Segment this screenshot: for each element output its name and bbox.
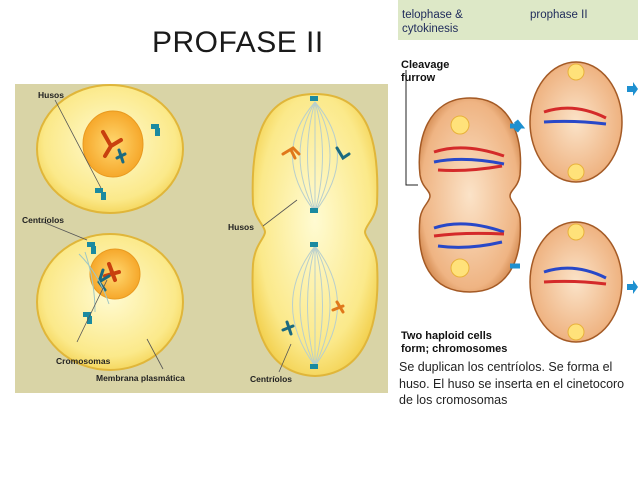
label-centriolos-bottom: Centríolos xyxy=(250,374,292,384)
label-membrana: Membrana plasmática xyxy=(96,373,185,383)
telophase-cell-pair xyxy=(419,98,520,292)
caption-text: Se duplican los centríolos. Se forma el … xyxy=(399,359,635,409)
header-telophase-line2: cytokinesis xyxy=(402,23,458,36)
centriole-right-2 xyxy=(310,208,318,213)
header-prophase: prophase II xyxy=(530,9,588,22)
centriole-right-1 xyxy=(310,96,318,101)
label-haploid-line1: Two haploid cells xyxy=(401,330,492,342)
arrow-bottom-right xyxy=(627,280,638,294)
page-title: PROFASE II xyxy=(152,26,324,60)
label-cromosomas: Cromosomas xyxy=(56,356,110,366)
label-cleavage-line1: Cleavage xyxy=(401,59,449,71)
header-telophase-line1: telophase & xyxy=(402,9,463,22)
label-cleavage-line2: furrow xyxy=(401,72,435,84)
label-husos-top: Husos xyxy=(38,90,64,100)
label-husos-right: Husos xyxy=(228,222,254,232)
centriole-right-3 xyxy=(310,242,318,247)
label-haploid-line2: form; chromosomes xyxy=(401,343,507,355)
label-centriolos-left: Centríolos xyxy=(22,215,64,225)
arrow-top-right xyxy=(627,82,638,96)
centriole-right-4 xyxy=(310,364,318,369)
right-diagram-illustration xyxy=(398,40,638,360)
left-diagram-illustration xyxy=(15,84,388,393)
